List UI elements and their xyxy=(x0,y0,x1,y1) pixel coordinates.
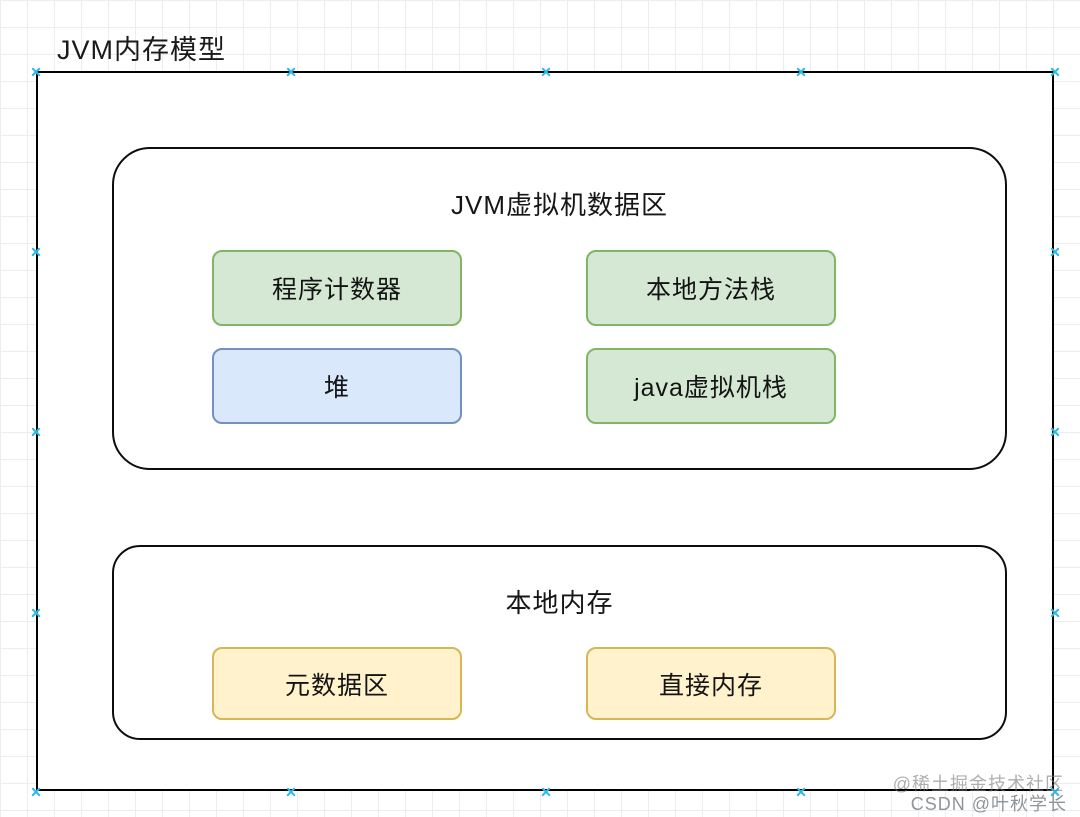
node-heap[interactable]: 堆 xyxy=(212,348,462,424)
jvm-data-area-group[interactable]: JVM虚拟机数据区 程序计数器 本地方法栈 堆 java虚拟机栈 xyxy=(112,147,1007,470)
native-memory-group[interactable]: 本地内存 元数据区 直接内存 xyxy=(112,545,1007,740)
connection-point-icon[interactable] xyxy=(31,608,41,618)
connection-point-icon[interactable] xyxy=(796,787,806,797)
connection-point-icon[interactable] xyxy=(541,787,551,797)
connection-point-icon[interactable] xyxy=(1050,247,1060,257)
node-java-vm-stack[interactable]: java虚拟机栈 xyxy=(586,348,836,424)
connection-point-icon[interactable] xyxy=(31,67,41,77)
connection-point-icon[interactable] xyxy=(31,427,41,437)
connection-point-icon[interactable] xyxy=(541,67,551,77)
connection-point-icon[interactable] xyxy=(31,787,41,797)
connection-point-icon[interactable] xyxy=(286,787,296,797)
native-memory-title: 本地内存 xyxy=(505,588,614,618)
connection-point-icon[interactable] xyxy=(796,67,806,77)
node-native-method-stack[interactable]: 本地方法栈 xyxy=(586,250,836,326)
node-program-counter[interactable]: 程序计数器 xyxy=(212,250,462,326)
watermark-csdn: CSDN @叶秋学长 xyxy=(910,794,1067,814)
connection-point-icon[interactable] xyxy=(286,67,296,77)
page-title: JVM内存模型 xyxy=(57,35,226,65)
connection-point-icon[interactable] xyxy=(1050,67,1060,77)
jvm-memory-model-frame[interactable]: JVM虚拟机数据区 程序计数器 本地方法栈 堆 java虚拟机栈 本地内存 元数… xyxy=(36,71,1054,791)
node-metaspace[interactable]: 元数据区 xyxy=(212,647,462,720)
connection-point-icon[interactable] xyxy=(1050,427,1060,437)
watermark-juejin: @稀土掘金技术社区 xyxy=(892,774,1064,794)
connection-point-icon[interactable] xyxy=(31,247,41,257)
node-direct-memory[interactable]: 直接内存 xyxy=(586,647,836,720)
connection-point-icon[interactable] xyxy=(1050,608,1060,618)
jvm-data-area-title: JVM虚拟机数据区 xyxy=(450,190,668,220)
